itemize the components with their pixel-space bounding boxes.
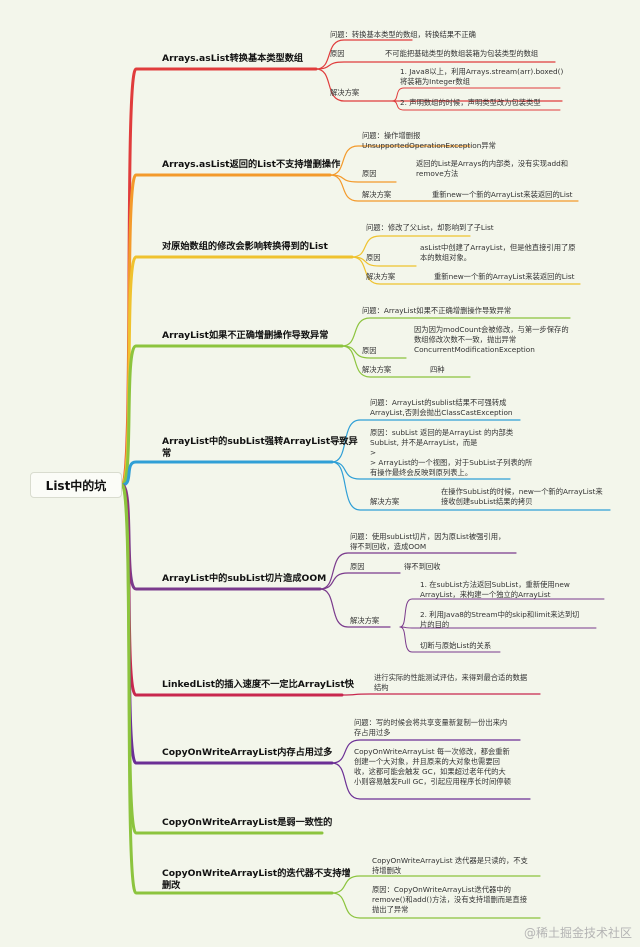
- sub-connector-3-3: [351, 256, 581, 285]
- b4-solution-label: 解决方案: [362, 365, 392, 374]
- item-connector-6-1: [399, 598, 605, 628]
- b2-solution-label: 解决方案: [362, 190, 392, 199]
- sub-connector-1-2: [315, 61, 556, 70]
- b8-detail: CopyOnWriteArrayList 每一次修改，都会重新 创建一个大对象，…: [354, 747, 511, 786]
- sub-connector-1-3: [315, 68, 563, 102]
- b5-cause: 原因：subList 返回的是ArrayList 的内部类 SubList, 并…: [370, 428, 533, 477]
- sub-connector-2-1: [329, 145, 471, 176]
- b6-solution-item-2: 2. 利用Java8的Stream中的skip和limit来达到切 片的目的: [420, 610, 580, 629]
- b10-note: CopyOnWriteArrayList 迭代器是只读的，不支 持增删改: [372, 856, 528, 875]
- b6-solution-item-3: 切断与原始List的关系: [420, 641, 492, 650]
- b6-problem: 问题：使用subList切片，因为原List被强引用， 得不到回收，造成OOM: [350, 532, 506, 551]
- connector-lines: [120, 39, 611, 919]
- branch-5-label[interactable]: ArrayList中的subList强转ArrayList导致异 常: [162, 436, 358, 459]
- b3-cause-detail: asList中创建了ArrayList，但是他直接引用了原 本的数组对象。: [420, 243, 576, 262]
- b1-cause-detail: 不可能把基础类型的数组装箱为包装类型的数组: [385, 49, 539, 58]
- b2-solution-detail: 重新new一个新的ArrayList来装返回的List: [432, 190, 573, 199]
- branch-connector-9: [120, 483, 324, 835]
- branch-7-label[interactable]: LinkedList的插入速度不一定比ArrayList快: [162, 679, 354, 690]
- b1-solution-item-1: 1. Java8以上，利用Arrays.stream(arr).boxed() …: [400, 67, 564, 86]
- b4-solution-detail: 四种: [430, 365, 445, 374]
- sub-connector-5-3: [331, 461, 611, 511]
- branch-3-label[interactable]: 对原始数组的修改会影响转换得到的List: [162, 241, 328, 252]
- item-connector-6-3: [399, 626, 501, 653]
- sub-connector-4-3: [341, 345, 471, 378]
- sub-connector-1-1: [315, 39, 413, 70]
- b10-cause: 原因：CopyOnWriteArrayList迭代器中的 remove()和ad…: [372, 885, 527, 914]
- b3-solution-label: 解决方案: [366, 272, 396, 281]
- sub-connector-3-1: [351, 235, 471, 258]
- b3-cause-label: 原因: [366, 253, 381, 262]
- sub-connector-10-2: [331, 892, 541, 919]
- branch-connector-4: [120, 344, 344, 487]
- branch-4-label[interactable]: ArrayList如果不正确增删操作导致异常: [162, 330, 329, 341]
- branch-connector-8: [120, 483, 334, 765]
- b3-problem: 问题：修改了父List，却影响到了子List: [366, 223, 494, 232]
- sub-connector-6-1: [319, 552, 517, 590]
- sub-connector-4-1: [341, 317, 571, 347]
- branch-2-label[interactable]: Arrays.asList返回的List不支持增删操作: [162, 159, 341, 170]
- b1-problem: 问题：转换基本类型的数组，转换结果不正确: [330, 30, 476, 39]
- b6-cause-detail: 得不到回收: [404, 562, 441, 571]
- sub-connector-2-3: [329, 174, 579, 202]
- b1-solution-item-2: 2. 声明数组的时候，声明类型改为包装类型: [400, 98, 541, 107]
- b5-solution-detail: 在操作SubList的时候，new一个新的ArrayList来 接收创建subL…: [441, 487, 603, 506]
- branch-connector-10: [120, 483, 334, 895]
- b6-cause-label: 原因: [350, 562, 365, 571]
- branch-8-label[interactable]: CopyOnWriteArrayList内存占用过多: [162, 747, 333, 758]
- b4-cause-label: 原因: [362, 346, 377, 355]
- branch-1-label[interactable]: Arrays.asList转换基本类型数组: [162, 53, 304, 64]
- b1-cause-label: 原因: [330, 49, 345, 58]
- b3-solution-detail: 重新new一个新的ArrayList来装返回的List: [434, 272, 575, 281]
- b2-cause-label: 原因: [362, 169, 377, 178]
- b6-solution-item-1: 1. 在subList方法返回SubList，重新使用new ArrayList…: [420, 580, 570, 599]
- b6-solution-label: 解决方案: [350, 616, 380, 625]
- item-connector-1-1: [391, 87, 561, 102]
- sub-connector-6-3: [319, 588, 391, 628]
- b1-solution-label: 解决方案: [330, 88, 360, 97]
- sub-connector-6-2: [319, 572, 401, 590]
- branch-9-label[interactable]: CopyOnWriteArrayList是弱一致性的: [162, 817, 333, 828]
- b4-problem: 问题：ArrayList如果不正确增删操作导致异常: [362, 306, 512, 315]
- b5-solution-label: 解决方案: [370, 497, 400, 506]
- branch-6-label[interactable]: ArrayList中的subList切片造成OOM: [162, 573, 327, 584]
- root-node[interactable]: List中的坑: [30, 472, 122, 498]
- item-connector-1-2: [391, 100, 561, 111]
- b7-note: 进行实际的性能测试评估，来得到最合适的数据 结构: [374, 673, 528, 692]
- b2-cause-detail: 返回的List是Arrays的内部类，没有实现add和 remove方法: [416, 159, 569, 178]
- sub-connector-5-1: [331, 419, 521, 463]
- b2-problem: 问题：操作增删报 UnsupportedOperationException异常: [362, 131, 496, 150]
- sub-connector-8-2: [331, 762, 531, 800]
- sub-connector-5-2: [331, 461, 511, 480]
- watermark: @稀土掘金技术社区: [523, 926, 632, 940]
- sub-connector-8-1: [331, 739, 521, 764]
- item-connector-6-2: [399, 626, 597, 629]
- sub-connector-7-1: [341, 693, 541, 696]
- b5-problem: 问题：ArrayList的sublist结果不可强转成 ArrayList,否则…: [370, 398, 513, 417]
- sub-connector-10-1: [331, 875, 541, 894]
- branch-connector-1: [120, 67, 318, 487]
- branch-connector-5: [120, 460, 334, 487]
- b4-cause-detail: 因为因为modCount会被修改，与第一步保存的 数组修改次数不一致，抛出异常 …: [414, 325, 569, 354]
- branch-10-label[interactable]: CopyOnWriteArrayList的迭代器不支持增 删改: [162, 868, 351, 891]
- b8-problem: 问题：写的时候会将共享变量新复制一份出来内 存占用过多: [354, 718, 508, 737]
